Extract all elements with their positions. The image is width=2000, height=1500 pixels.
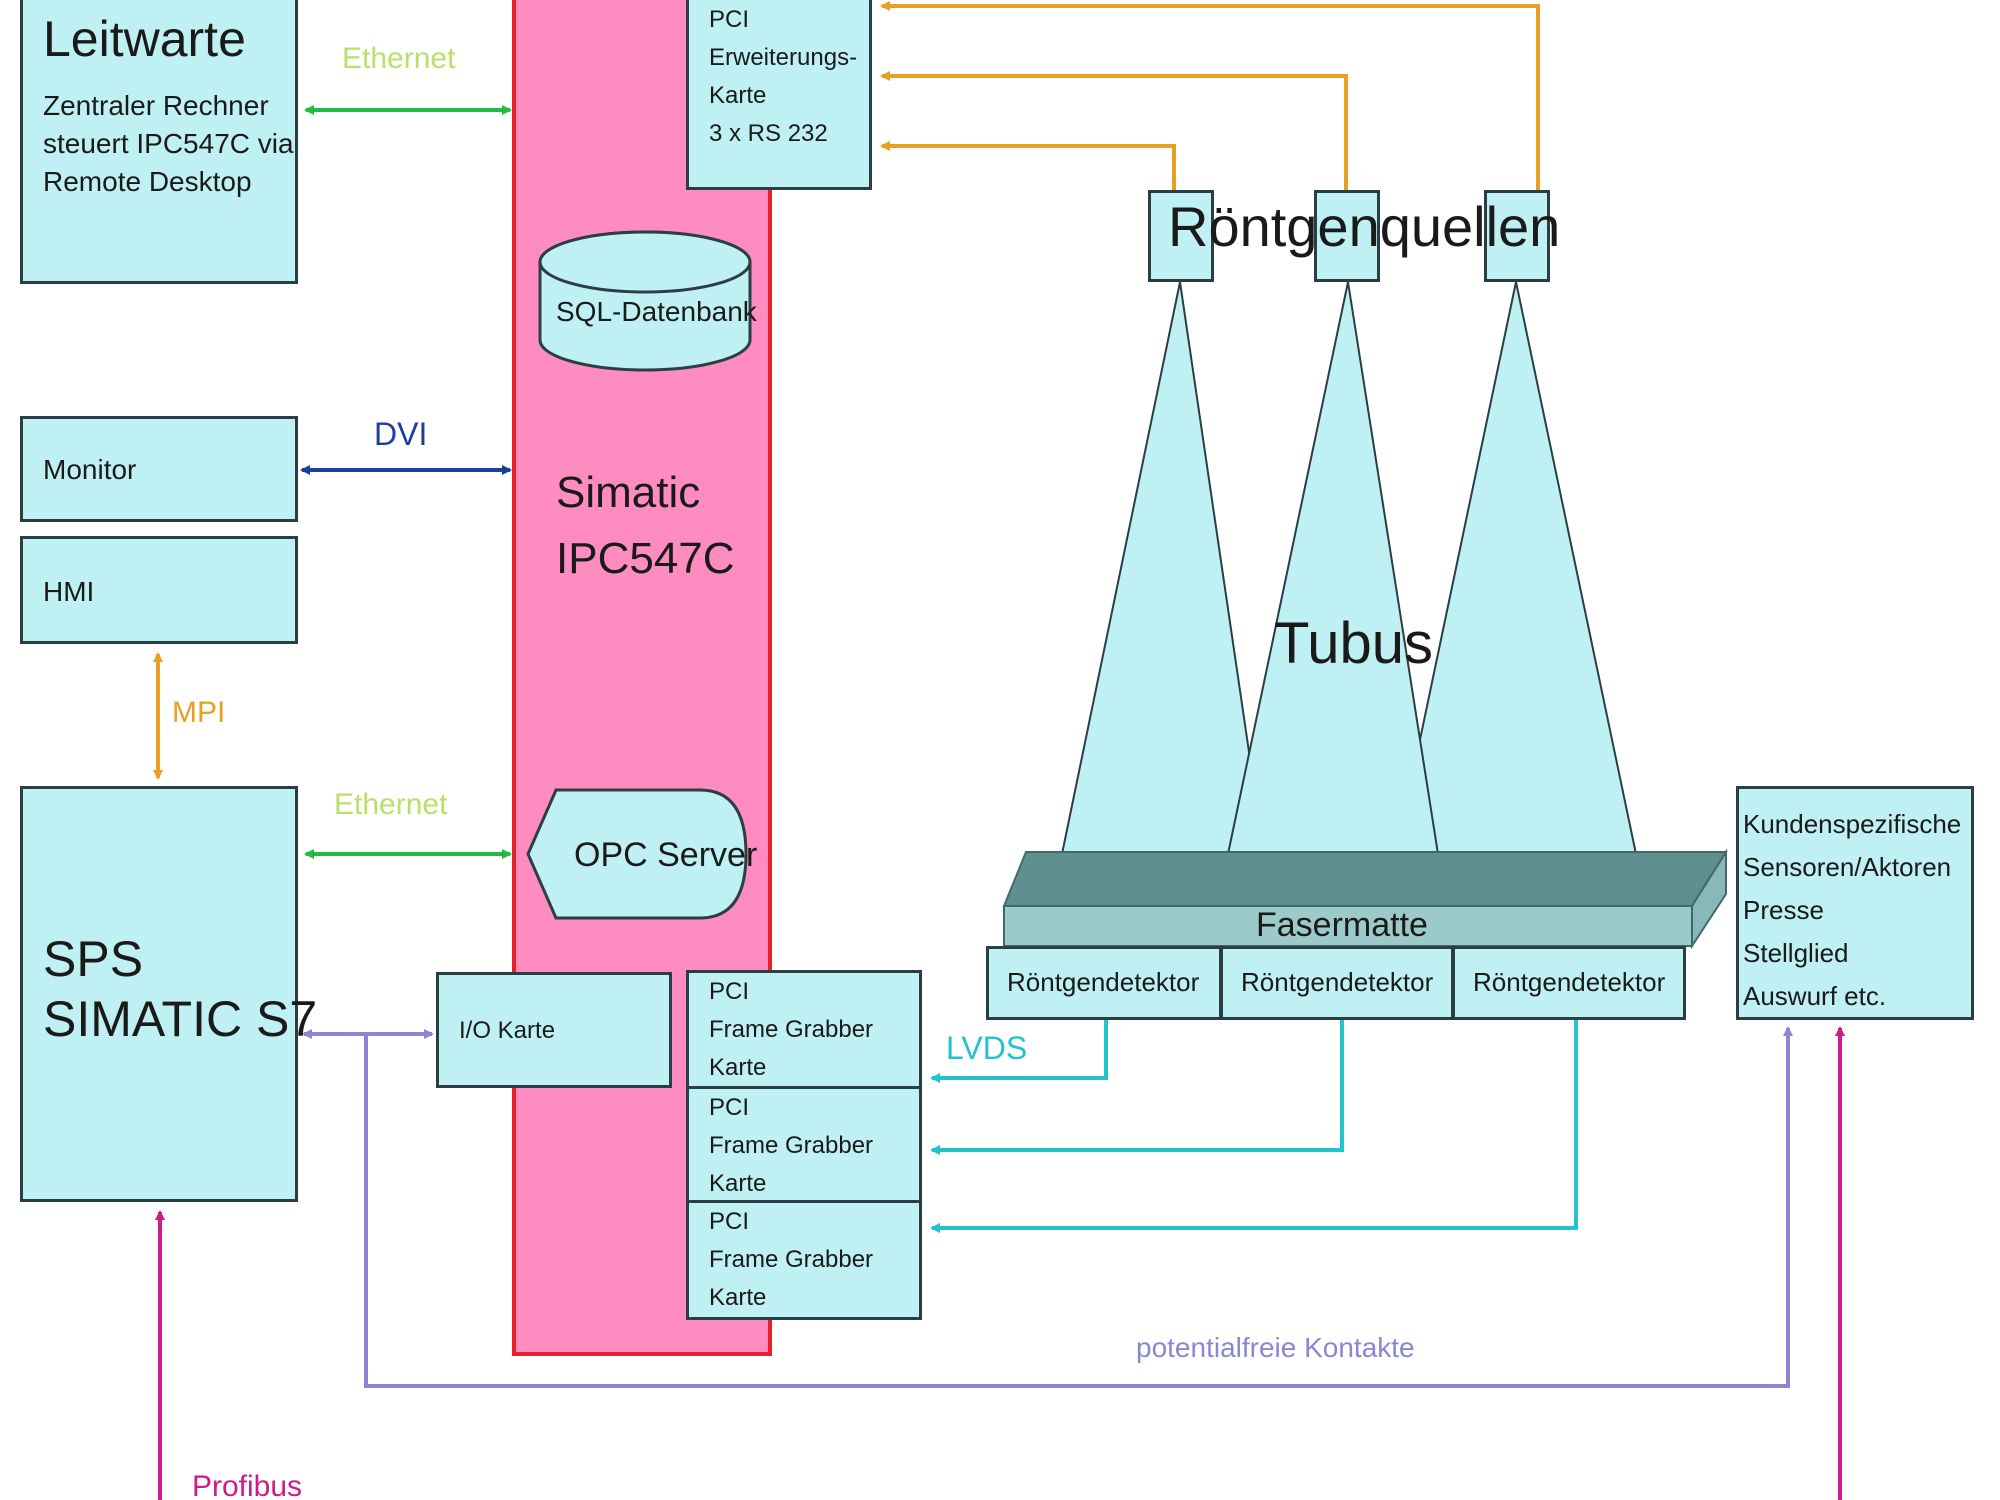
lvds-label: LVDS [946,1030,1028,1066]
sps-label: SPS SIMATIC S7 [43,929,317,1049]
rs232-link-1 [880,141,1176,190]
frame-grabber-line: Frame Grabber [709,1246,874,1273]
xray-beam-2 [1226,281,1440,855]
xray-source-box [1314,190,1380,282]
xray-beam-3 [1394,281,1638,855]
opc-server-label: OPC Server [574,836,758,874]
customer-sensors-box: Kundenspezifische Sensoren/Aktoren Press… [1736,786,1974,1020]
customer-sensors-line: Auswurf etc. [1743,981,1887,1011]
ethernet-label-top: Ethernet [342,42,456,75]
pci-extension-label: PCI Erweiterungs- Karte 3 x RS 232 [709,1,857,153]
xray-beam-1 [1060,281,1266,855]
frame-grabber-line: PCI [709,1208,750,1235]
sql-database-label: SQL-Datenbank [556,296,757,327]
xray-sources-label: Röntgenquellen [1168,195,1561,258]
frame-grabber-line: Frame Grabber [709,1132,874,1159]
customer-sensors-line: Kundenspezifische [1743,809,1962,839]
xray-detector-label: Röntgendetektor [1241,967,1434,997]
sql-database-top [538,230,752,294]
mpi-label: MPI [172,696,226,729]
pci-extension-card: PCI Erweiterungs- Karte 3 x RS 232 [686,0,872,190]
frame-grabber-label: PCI Frame Grabber Karte [709,1089,873,1203]
frame-grabber-line: PCI [709,978,750,1005]
rs232-link-2 [880,71,1348,190]
potentialfreie-link [364,1026,1793,1388]
customer-sensors-line: Sensoren/Aktoren [1743,852,1952,882]
customer-sensors-label: Kundenspezifische Sensoren/Aktoren Press… [1743,803,1961,1018]
lvds-link-1 [930,1018,1108,1083]
frame-grabber-label: PCI Frame Grabber Karte [709,1203,873,1317]
lvds-link-3 [930,1018,1578,1233]
xray-source-box [1148,190,1214,282]
ipc-line: IPC547C [556,534,735,583]
frame-grabber-card: PCI Frame Grabber Karte [686,1200,922,1320]
xray-detector-box: Röntgendetektor [986,946,1222,1020]
leitwarte-description: Zentraler Rechner steuert IPC547C via Re… [43,87,294,201]
tubus-label: Tubus [1274,611,1434,676]
profibus-label: Profibus [192,1470,303,1500]
customer-sensors-line: Presse [1743,895,1824,925]
rs232-link-3 [880,1,1540,190]
frame-grabber-label: PCI Frame Grabber Karte [709,973,873,1087]
lvds-link-2 [930,1018,1344,1155]
xray-detector-box: Röntgendetektor [1220,946,1454,1020]
leitwarte-box: Leitwarte Zentraler Rechner steuert IPC5… [20,0,298,284]
xray-source-box [1484,190,1550,282]
io-card: I/O Karte [436,972,672,1088]
xray-detector-box: Röntgendetektor [1452,946,1686,1020]
pci-extension-line: PCI [709,6,750,33]
hmi-label: HMI [43,576,95,607]
frame-grabber-card: PCI Frame Grabber Karte [686,970,922,1092]
frame-grabber-line: Frame Grabber [709,1016,874,1043]
sps-box: SPS SIMATIC S7 [20,786,317,1202]
ethernet-label-bottom: Ethernet [334,788,448,821]
monitor-box: Monitor [20,416,298,522]
fasermatte-top [1002,851,1728,907]
leitwarte-title: Leitwarte [43,11,246,67]
pci-extension-line: Erweiterungs- [709,44,858,71]
sps-line: SIMATIC S7 [43,991,318,1047]
xray-detector-label: Röntgendetektor [1007,967,1200,997]
ipc-label: Simatic IPC547C [556,460,735,592]
fasermatte-label: Fasermatte [1256,906,1428,944]
ipc-line: Simatic [556,468,701,517]
frame-grabber-line: Karte [709,1170,767,1197]
hmi-box: HMI [20,536,298,644]
fasermatte-side [1691,848,1727,950]
leitwarte-line: steuert IPC547C via [43,128,294,159]
leitwarte-line: Zentraler Rechner [43,90,269,121]
potentialfreie-label: potentialfreie Kontakte [1136,1332,1415,1363]
sps-line: SPS [43,931,144,987]
opc-server-shape [526,788,748,920]
dvi-label: DVI [374,416,428,452]
frame-grabber-line: Karte [709,1054,767,1081]
monitor-label: Monitor [43,454,137,485]
pci-extension-line: Karte [709,82,767,109]
leitwarte-line: Remote Desktop [43,166,252,197]
frame-grabber-card: PCI Frame Grabber Karte [686,1086,922,1206]
frame-grabber-line: PCI [709,1094,750,1121]
customer-sensors-line: Stellglied [1743,938,1849,968]
frame-grabber-line: Karte [709,1284,767,1311]
io-card-label: I/O Karte [459,1017,556,1044]
pci-extension-line: 3 x RS 232 [709,120,828,147]
xray-detector-label: Röntgendetektor [1473,967,1666,997]
